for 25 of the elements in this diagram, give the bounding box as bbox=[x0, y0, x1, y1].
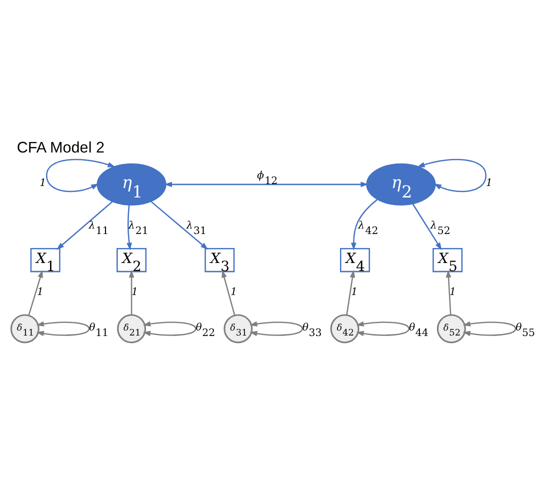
diagram-title: CFA Model 2 bbox=[16, 138, 104, 156]
arrow bbox=[446, 269, 452, 314]
edge-label: 1 bbox=[37, 286, 44, 298]
arrow bbox=[350, 198, 378, 250]
edge-label: 1 bbox=[351, 286, 358, 298]
arrow bbox=[346, 269, 356, 315]
arrow bbox=[150, 200, 208, 250]
arrow bbox=[250, 320, 303, 336]
arrow bbox=[36, 320, 90, 336]
arrow bbox=[356, 320, 410, 336]
arrow bbox=[412, 203, 442, 250]
arrow bbox=[128, 269, 134, 314]
arrow bbox=[56, 200, 113, 250]
arrow bbox=[142, 320, 196, 336]
edge-label: 1 bbox=[449, 286, 456, 298]
edge-label: 1 bbox=[486, 178, 492, 189]
edge-label: 1 bbox=[40, 178, 46, 189]
arrow bbox=[28, 270, 43, 316]
edge-label: 1 bbox=[132, 286, 138, 298]
arrow bbox=[417, 158, 487, 192]
arrow bbox=[222, 269, 236, 315]
arrow bbox=[46, 158, 116, 192]
edge-label: 1 bbox=[230, 286, 237, 298]
arrow bbox=[164, 181, 368, 187]
arrow bbox=[462, 320, 516, 336]
